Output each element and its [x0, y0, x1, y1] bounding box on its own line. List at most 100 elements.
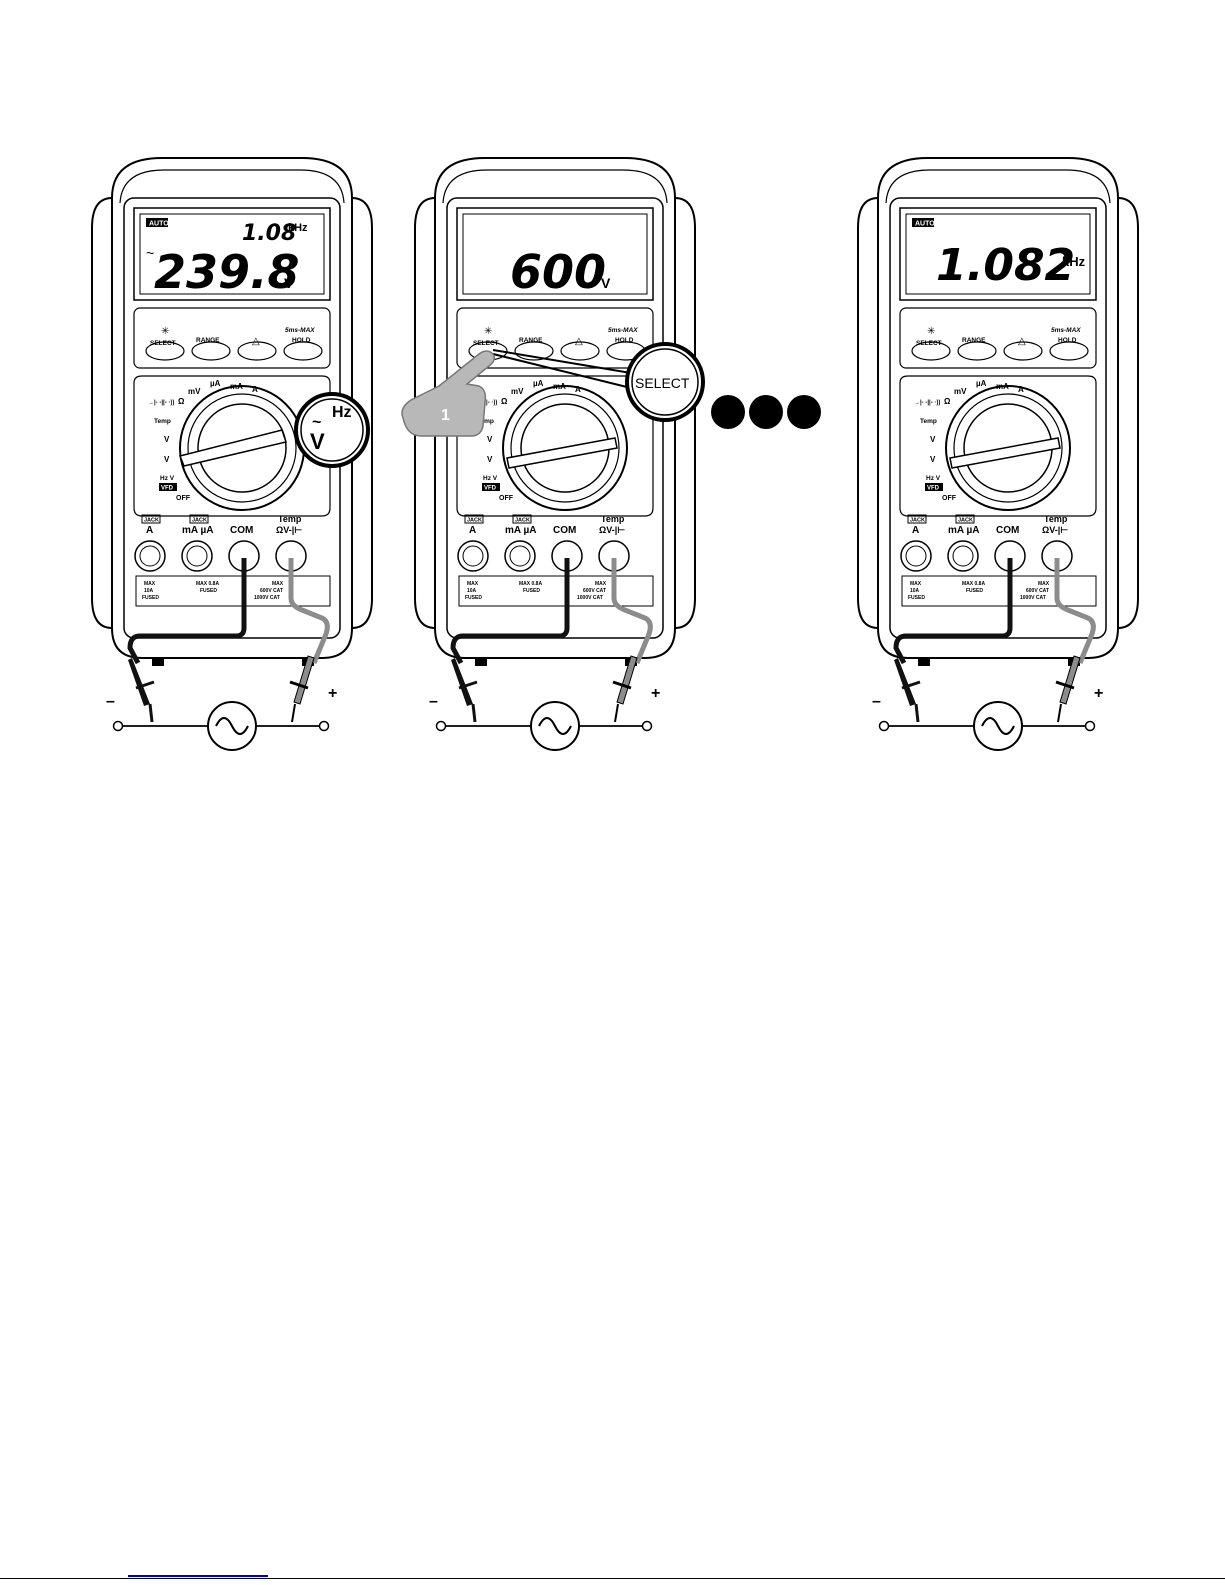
backlight-icon: ✳: [161, 326, 169, 337]
relative-button[interactable]: △: [575, 336, 583, 347]
probe-positive-label: +: [1094, 685, 1103, 702]
terminal-label-a: A: [146, 525, 153, 536]
ellipsis-dot: [749, 395, 783, 429]
footer-rule: [0, 1578, 1225, 1579]
dial-label-hzv: Hz V: [483, 475, 498, 482]
jack-badge-a: [464, 514, 484, 524]
range-button[interactable]: RANGE: [962, 337, 986, 344]
range-button[interactable]: RANGE: [196, 337, 220, 344]
meter-1: AUTO 1.08 kHz ~ 239.8 V ✳ SELECT RANGE △…: [92, 158, 372, 750]
select-callout: SELECT: [625, 342, 705, 422]
select-button[interactable]: SELECT: [473, 340, 499, 347]
dial-label-ohm: Ω: [944, 397, 951, 406]
dial-label-vfd: VFD: [484, 486, 497, 492]
sub-display-unit: kHz: [288, 222, 308, 234]
terminal-label-com: COM: [230, 525, 253, 536]
dial-label-temp: Temp: [920, 418, 937, 425]
rating-a-3: FUSED: [908, 595, 925, 601]
ellipsis-dots: [711, 395, 821, 429]
main-display-unit: kHz: [1062, 254, 1086, 269]
footer-link-underline[interactable]: [128, 1575, 268, 1577]
terminal-label-temp: Temp: [601, 514, 625, 524]
terminal-label-temp: Temp: [278, 514, 302, 524]
dial-label-ohm: Ω: [178, 397, 185, 406]
rating-a-1: MAX: [467, 581, 479, 587]
hold-button-top-label: 5ms-MAX: [1051, 327, 1081, 334]
select-button[interactable]: SELECT: [150, 340, 176, 347]
jack-label-a: JACK: [910, 518, 925, 524]
dial-label-ua: µA: [210, 379, 221, 388]
terminal-label-com: COM: [996, 525, 1019, 536]
terminal-label-maua: mA µA: [948, 525, 980, 536]
terminal-label-ohmv: ΩV-|⊢: [1042, 525, 1068, 535]
ac-indicator: ~: [146, 245, 154, 261]
rating-com-3: 1000V CAT: [1020, 595, 1046, 601]
sub-display-value: 1.08: [242, 221, 296, 246]
dial-label-ohm: Ω: [501, 397, 508, 406]
select-callout-line: [492, 349, 632, 374]
rotary-switch-pointer[interactable]: [506, 437, 618, 469]
relative-button[interactable]: △: [1018, 336, 1026, 347]
meter-3: AUTO 1.082 kHz ✳ SELECT RANGE △ 5ms-MAX …: [858, 158, 1138, 750]
rotary-switch-pointer[interactable]: [949, 437, 1061, 469]
auto-badge: [912, 218, 934, 227]
dial-label-lowz-v: V: [487, 455, 493, 464]
pointing-hand-icon: 1: [401, 350, 496, 437]
rating-com-2: 600V CAT: [1026, 588, 1049, 594]
jack-label-maua: JACK: [958, 518, 973, 524]
terminal-label-com: COM: [553, 525, 576, 536]
rotary-switch-pointer[interactable]: [178, 429, 287, 467]
dial-label-mv: mV: [954, 387, 967, 396]
dial-label-hzv: Hz V: [160, 475, 175, 482]
select-callout-line: [492, 353, 632, 389]
jack-label-maua: JACK: [192, 518, 207, 524]
dial-label-temp: Temp: [477, 418, 494, 425]
jack-label-a: JACK: [467, 518, 482, 524]
hold-button[interactable]: HOLD: [292, 337, 311, 344]
hold-button[interactable]: HOLD: [1058, 337, 1077, 344]
terminal-label-maua: mA µA: [182, 525, 214, 536]
main-display-value: 239.8: [154, 245, 300, 299]
rating-a-1: MAX: [910, 581, 922, 587]
rating-a-1: MAX: [144, 581, 156, 587]
rating-com-1: MAX: [1038, 581, 1050, 587]
rating-a-2: 10A: [467, 588, 477, 594]
main-display-value: 600: [510, 245, 606, 299]
rating-a-3: FUSED: [465, 595, 482, 601]
mode-callout: Hz ~ V: [294, 392, 370, 468]
probe-positive-label: +: [328, 685, 337, 702]
vfd-badge: [925, 483, 943, 491]
dial-label-off: OFF: [942, 495, 957, 502]
rating-com-3: 1000V CAT: [577, 595, 603, 601]
dial-label-lowz-v: V: [164, 455, 170, 464]
hold-button-top-label: 5ms-MAX: [608, 327, 638, 334]
probe-negative-label: –: [429, 693, 438, 710]
relative-button[interactable]: △: [252, 336, 260, 347]
hold-button-top-label: 5ms-MAX: [285, 327, 315, 334]
dial-label-off: OFF: [499, 495, 514, 502]
hold-button[interactable]: HOLD: [615, 337, 634, 344]
rating-com-1: MAX: [595, 581, 607, 587]
dial-label-ma: mA: [553, 382, 566, 391]
jack-label-maua: JACK: [515, 518, 530, 524]
probe-negative-label: –: [872, 693, 881, 710]
jack-badge-a: [141, 514, 161, 524]
rating-maua-1: MAX 0.8A: [519, 581, 542, 587]
dial-label-ua: µA: [533, 379, 544, 388]
callout-v: V: [310, 429, 325, 454]
step-number: 1: [441, 407, 450, 424]
rating-maua-2: FUSED: [200, 588, 217, 594]
range-button[interactable]: RANGE: [519, 337, 543, 344]
dial-label-vdc: V: [164, 435, 170, 444]
ellipsis-dot: [787, 395, 821, 429]
main-display-unit: V: [284, 275, 294, 291]
dial-label-ma: mA: [230, 382, 243, 391]
probe-positive-label: +: [651, 685, 660, 702]
dial-label-a: A: [252, 385, 258, 394]
rating-maua-2: FUSED: [523, 588, 540, 594]
dial-label-diode: →|- -||- ·)): [914, 400, 940, 406]
dial-label-mv: mV: [511, 387, 524, 396]
terminal-label-a: A: [912, 525, 919, 536]
select-button[interactable]: SELECT: [916, 340, 942, 347]
terminal-label-ohmv: ΩV-|⊢: [276, 525, 302, 535]
